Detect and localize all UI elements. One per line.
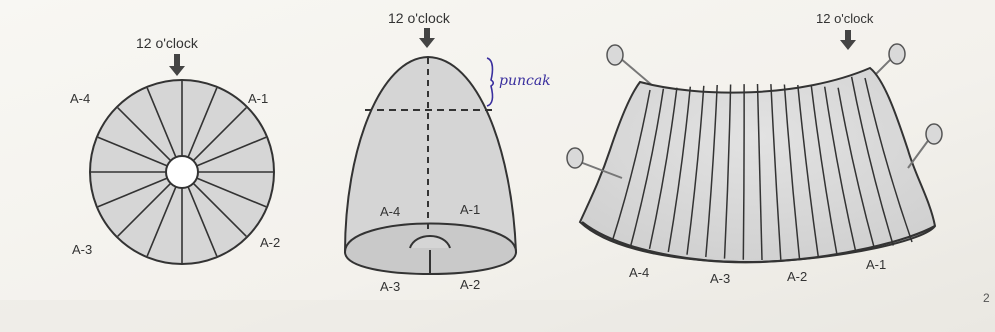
- disc-spoke-line: [196, 136, 267, 167]
- handwritten-brace: [486, 57, 495, 107]
- pin-side-left: [566, 147, 623, 179]
- fig1-segment-a3-label: A-3: [72, 242, 93, 257]
- figure-disc: [89, 54, 275, 265]
- disc-spoke-line: [192, 182, 247, 237]
- fig3-segment-a3-label: A-3: [710, 271, 731, 286]
- disc-spoke-line: [146, 186, 177, 257]
- tissue-fold-lines: [581, 76, 936, 264]
- fig2-arrow-icon: [419, 28, 435, 48]
- fig2-segment-a4-label: A-4: [380, 204, 401, 219]
- tissue-fold-line: [648, 87, 678, 250]
- fig2-segment-a2-label: A-2: [460, 277, 481, 292]
- tissue-fold-line: [723, 84, 732, 259]
- pin-side-right: [907, 123, 943, 169]
- tissue-fold-line: [810, 85, 838, 255]
- tissue-fold-line: [686, 85, 705, 255]
- tissue-fold-line: [797, 84, 820, 258]
- fig2-clock-label: 12 o'clock: [388, 10, 450, 26]
- disc-spoke-line: [187, 186, 218, 257]
- tissue-fold-line: [705, 84, 718, 258]
- fig1-clock-label: 12 o'clock: [136, 35, 198, 51]
- tissue-fold-line: [611, 89, 651, 243]
- cone-base-ellipse: [343, 222, 518, 276]
- fig3-segment-a2-label: A-2: [787, 269, 808, 284]
- tissue-body: [578, 66, 937, 264]
- disc-spoke-line: [117, 107, 172, 162]
- handwritten-note: puncak: [499, 73, 551, 89]
- fig1-segment-a1-label: A-1: [248, 91, 269, 106]
- disc-spoke-line: [196, 177, 267, 208]
- disc-spoke-line: [97, 136, 168, 167]
- tissue-fold-line: [850, 76, 895, 246]
- disc-spoke-line: [117, 182, 172, 237]
- disc-spoke-line: [187, 87, 218, 158]
- tissue-fold-line: [742, 84, 745, 260]
- fig2-segment-a1-label: A-1: [460, 202, 481, 217]
- fig3-segment-a1-label: A-1: [866, 257, 887, 272]
- fig3-clock-label: 12 o'clock: [816, 11, 874, 26]
- tissue-fold-line: [770, 84, 782, 260]
- tissue-fold-line: [630, 88, 665, 246]
- disc-spoke-line: [146, 87, 177, 158]
- fig1-segment-a4-label: A-4: [70, 91, 91, 106]
- figure-pinned-tissue: [566, 30, 943, 264]
- fig3-arrow-icon: [840, 30, 856, 50]
- figure-cone: [343, 28, 518, 276]
- tissue-fold-line: [864, 77, 913, 243]
- cone-base-notch: [409, 235, 451, 249]
- tissue-fold-line: [823, 86, 857, 253]
- page-number: 2: [983, 291, 990, 305]
- fig1-arrow-icon: [169, 54, 185, 76]
- tissue-bottom-edge: [581, 221, 936, 264]
- tissue-fold-line: [667, 86, 692, 253]
- disc-spoke-line: [192, 107, 247, 162]
- fig2-segment-a3-label: A-3: [380, 279, 401, 294]
- tissue-fold-line: [783, 84, 801, 259]
- tissue-fold-line: [756, 83, 763, 261]
- disc-spoke-line: [97, 177, 168, 208]
- disc-center-hole: [165, 155, 199, 189]
- tissue-fold-line: [837, 87, 876, 250]
- fig1-segment-a2-label: A-2: [260, 235, 281, 250]
- paper-shadow-edge: [0, 300, 995, 332]
- cone-body: [343, 55, 518, 253]
- disc-spokes: [91, 81, 273, 263]
- fig3-segment-a4-label: A-4: [629, 265, 650, 280]
